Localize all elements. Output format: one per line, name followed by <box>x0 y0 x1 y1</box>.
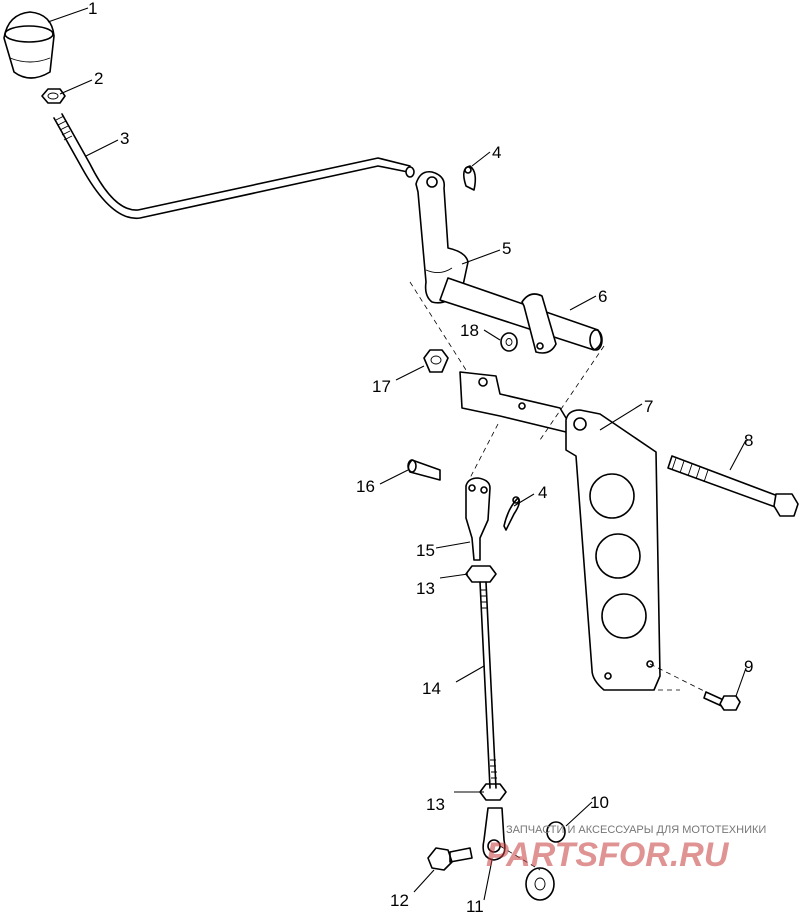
small-bolt <box>703 691 741 711</box>
watermark-logo: PARTSFOR.RU <box>486 836 730 874</box>
clevis-pin <box>407 459 441 481</box>
callout-15: 15 <box>416 541 435 560</box>
callout-17: 17 <box>372 377 391 396</box>
cotter-pin-lower <box>503 496 521 531</box>
callout-14: 14 <box>422 679 441 698</box>
shift-rod <box>53 113 415 220</box>
callout-3: 3 <box>120 129 129 148</box>
callout-6: 6 <box>598 287 607 306</box>
callout-2: 2 <box>94 69 103 88</box>
watermark: ЗАПЧАСТИ И АКСЕССУАРЫ ДЛЯ МОТОТЕХНИКИ PA… <box>486 824 766 874</box>
shift-knob <box>3 11 55 79</box>
rod-end <box>482 807 506 861</box>
jam-nut-lower <box>479 783 507 801</box>
callout-4-top: 4 <box>492 143 501 162</box>
callout-8: 8 <box>744 431 753 450</box>
washer <box>500 332 518 352</box>
watermark-tagline: ЗАПЧАСТИ И АКСЕССУАРЫ ДЛЯ МОТОТЕХНИКИ <box>506 824 766 836</box>
hex-bolt <box>427 847 473 871</box>
leader-lines <box>47 7 747 901</box>
lock-nut <box>423 349 449 373</box>
pivot-shaft <box>439 277 603 354</box>
jam-nut <box>41 88 66 104</box>
bottom-washer <box>525 821 566 901</box>
shift-arm <box>415 170 469 304</box>
callout-18: 18 <box>460 321 479 340</box>
jam-nut-upper <box>465 565 497 583</box>
callout-16: 16 <box>356 477 375 496</box>
callout-5: 5 <box>502 239 511 258</box>
callout-1: 1 <box>88 0 97 18</box>
callout-10: 10 <box>590 793 609 812</box>
callout-12: 12 <box>390 891 409 910</box>
callout-11: 11 <box>466 897 484 915</box>
callout-4-lower: 4 <box>538 483 547 502</box>
assembly-lines <box>409 281 707 871</box>
callout-13-upper: 13 <box>416 579 435 598</box>
callout-13-lower: 13 <box>426 795 445 814</box>
callout-7: 7 <box>644 397 653 416</box>
callouts: 1 2 3 4 5 6 18 17 7 8 16 4 15 13 9 14 13… <box>88 0 753 915</box>
clevis <box>465 477 491 561</box>
mount-bracket <box>459 371 573 433</box>
support-plate <box>565 409 661 691</box>
callout-9: 9 <box>744 657 753 676</box>
threaded-rod <box>479 581 497 789</box>
long-bolt <box>667 455 799 517</box>
cotter-pin-top <box>462 165 477 191</box>
